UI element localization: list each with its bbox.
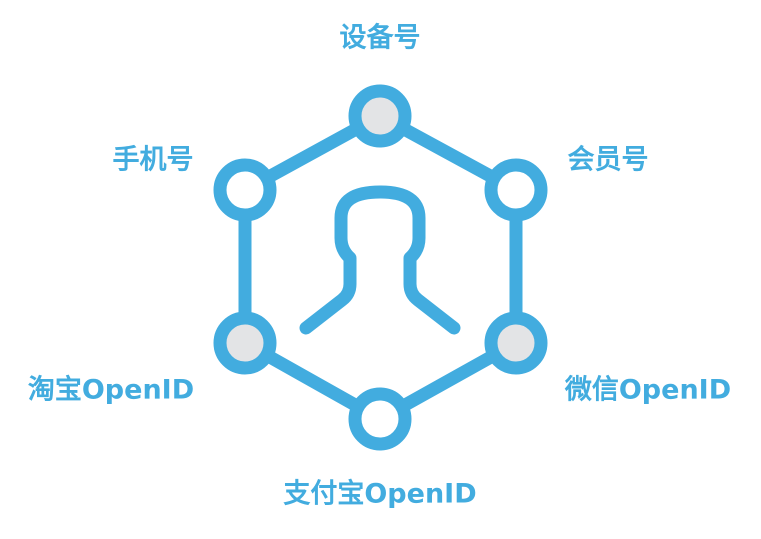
hexagon-node-ul [213,158,277,222]
node-label-taobao-openid: 淘宝OpenID [27,374,195,406]
node-label-device-id: 设备号 [339,22,421,54]
hexagon-node-ur [484,158,548,222]
hexagon-node-lr [484,311,548,375]
node-label-member-id: 会员号 [567,144,649,176]
hexagon-node-bottom [348,387,412,451]
hexagon-node-top [348,84,412,148]
user-silhouette-icon [299,185,461,335]
node-label-alipay-openid: 支付宝OpenID [283,478,477,510]
node-label-wechat-openid: 微信OpenID [564,374,732,406]
hexagon-edges [238,109,523,426]
node-label-phone-number: 手机号 [112,144,194,176]
hexagon-node-ll [213,311,277,375]
hexagon-nodes [213,84,548,451]
